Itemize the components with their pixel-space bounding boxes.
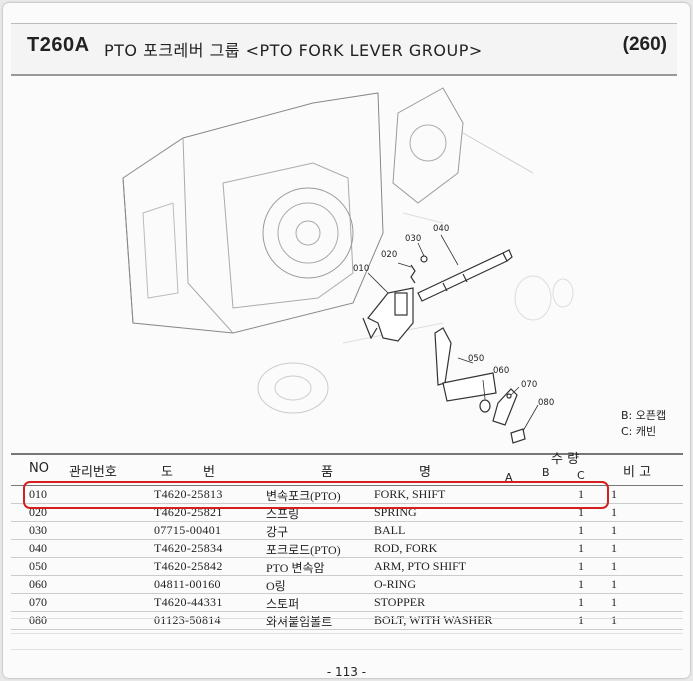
row-qty-c: 1 — [611, 523, 617, 537]
exploded-parts-diagram: 010 020 030 040 050 060 070 080 — [122, 87, 574, 444]
table-row[interactable]: 080 01123-50814 와셔붙임볼트 BOLT, WITH WASHER… — [11, 612, 683, 630]
row-name-kr: 강구 — [266, 525, 289, 539]
row-name-en: BOLT, WITH WASHER — [374, 613, 493, 627]
table-header: NO 관리번호 도 번 품 명 수 량 A B C 비 고 — [11, 452, 683, 486]
faint-rule — [11, 649, 683, 650]
row-part-number: T4620-44331 — [154, 595, 223, 609]
row-qty-b: 1 — [578, 595, 584, 609]
row-part-number: 04811-00160 — [154, 577, 221, 591]
table-row[interactable]: 010 T4620-25813 변속포크(PTO) FORK, SHIFT 1 … — [11, 486, 683, 504]
catalog-page: T260A PTO 포크레버 그룹 <PTO FORK LEVER GROUP>… — [3, 3, 690, 678]
callout-030: 030 — [405, 234, 421, 244]
row-part-number: T4620-25813 — [154, 487, 223, 501]
row-qty-b: 1 — [578, 541, 584, 555]
row-qty-b: 1 — [578, 505, 584, 519]
row-qty-b: 1 — [578, 613, 584, 627]
col-qty-b: B — [542, 466, 550, 479]
row-name-en: STOPPER — [374, 595, 426, 609]
row-no: 010 — [29, 487, 47, 501]
row-qty-b: 1 — [578, 577, 584, 591]
col-mgmt-no: 관리번호 — [69, 465, 117, 480]
group-page-ref: (260) — [622, 34, 667, 55]
row-name-en: BALL — [374, 523, 406, 537]
row-name-kr: 변속포크(PTO) — [266, 489, 341, 503]
group-code: T260A — [27, 34, 90, 56]
col-pum: 품 — [321, 465, 333, 480]
row-name-en: O-RING — [374, 577, 416, 591]
row-name-kr: 포크로드(PTO) — [266, 543, 341, 557]
row-no: 070 — [29, 595, 47, 609]
row-qty-c: 1 — [611, 487, 617, 501]
row-no: 050 — [29, 559, 47, 573]
table-row[interactable]: 070 T4620-44331 스토퍼 STOPPER 1 1 — [11, 594, 683, 612]
row-qty-c: 1 — [611, 559, 617, 573]
table-row[interactable]: 040 T4620-25834 포크로드(PTO) ROD, FORK 1 1 — [11, 540, 683, 558]
row-name-en: ARM, PTO SHIFT — [374, 559, 467, 573]
table-row[interactable]: 030 07715-00401 강구 BALL 1 1 — [11, 522, 683, 540]
col-beon: 번 — [203, 465, 215, 480]
callout-060: 060 — [493, 366, 509, 376]
row-qty-c: 1 — [611, 541, 617, 555]
table-row[interactable]: 050 T4620-25842 PTO 변속암 ARM, PTO SHIFT 1… — [11, 558, 683, 576]
model-legend: B: 오픈캡 C: 캐빈 — [621, 408, 666, 440]
row-no: 080 — [29, 613, 47, 627]
col-remarks: 비 고 — [623, 465, 652, 480]
table-row[interactable]: 060 04811-00160 O링 O-RING 1 1 — [11, 576, 683, 594]
row-part-number: T4620-25842 — [154, 559, 223, 573]
col-qty-c: C — [577, 469, 585, 482]
parts-table: NO 관리번호 도 번 품 명 수 량 A B C 비 고 010 T4620-… — [11, 452, 683, 630]
row-name-kr: O링 — [266, 579, 286, 593]
callout-010: 010 — [353, 264, 369, 274]
row-qty-c: 1 — [611, 595, 617, 609]
row-part-number: 01123-50814 — [154, 613, 221, 627]
callout-020: 020 — [381, 250, 397, 260]
page-number: - 113 - — [326, 665, 367, 678]
row-qty-c: 1 — [611, 613, 617, 627]
row-qty-b: 1 — [578, 523, 584, 537]
col-do: 도 — [161, 465, 173, 480]
row-no: 040 — [29, 541, 47, 555]
col-qty-a: A — [505, 471, 513, 484]
row-name-kr: PTO 변속암 — [266, 561, 325, 575]
legend-open-cab: B: 오픈캡 — [621, 409, 667, 422]
row-qty-c: 1 — [611, 505, 617, 519]
col-quantity: 수 량 — [551, 452, 580, 467]
row-part-number: 07715-00401 — [154, 523, 222, 537]
col-myeong: 명 — [419, 465, 431, 480]
row-name-en: FORK, SHIFT — [374, 487, 446, 501]
group-title: PTO 포크레버 그룹 <PTO FORK LEVER GROUP> — [104, 41, 483, 60]
legend-cabin: C: 캐빈 — [621, 425, 657, 438]
row-qty-b: 1 — [578, 559, 584, 573]
callout-050: 050 — [468, 354, 484, 364]
row-name-kr: 스프링 — [266, 507, 300, 521]
col-no: NO — [29, 461, 49, 476]
highlight-box — [23, 481, 609, 509]
callout-040: 040 — [433, 224, 449, 234]
row-no: 030 — [29, 523, 47, 537]
faint-rule — [11, 633, 683, 634]
row-no: 060 — [29, 577, 47, 591]
page-header: T260A PTO 포크레버 그룹 <PTO FORK LEVER GROUP>… — [11, 23, 677, 76]
callout-080: 080 — [538, 398, 554, 408]
row-qty-c: 1 — [611, 577, 617, 591]
callout-070: 070 — [521, 380, 537, 390]
row-part-number: T4620-25834 — [154, 541, 223, 555]
row-name-kr: 스토퍼 — [266, 597, 300, 611]
row-qty-b: 1 — [578, 487, 584, 501]
bleed-through-area — [11, 618, 683, 664]
row-name-en: ROD, FORK — [374, 541, 438, 555]
